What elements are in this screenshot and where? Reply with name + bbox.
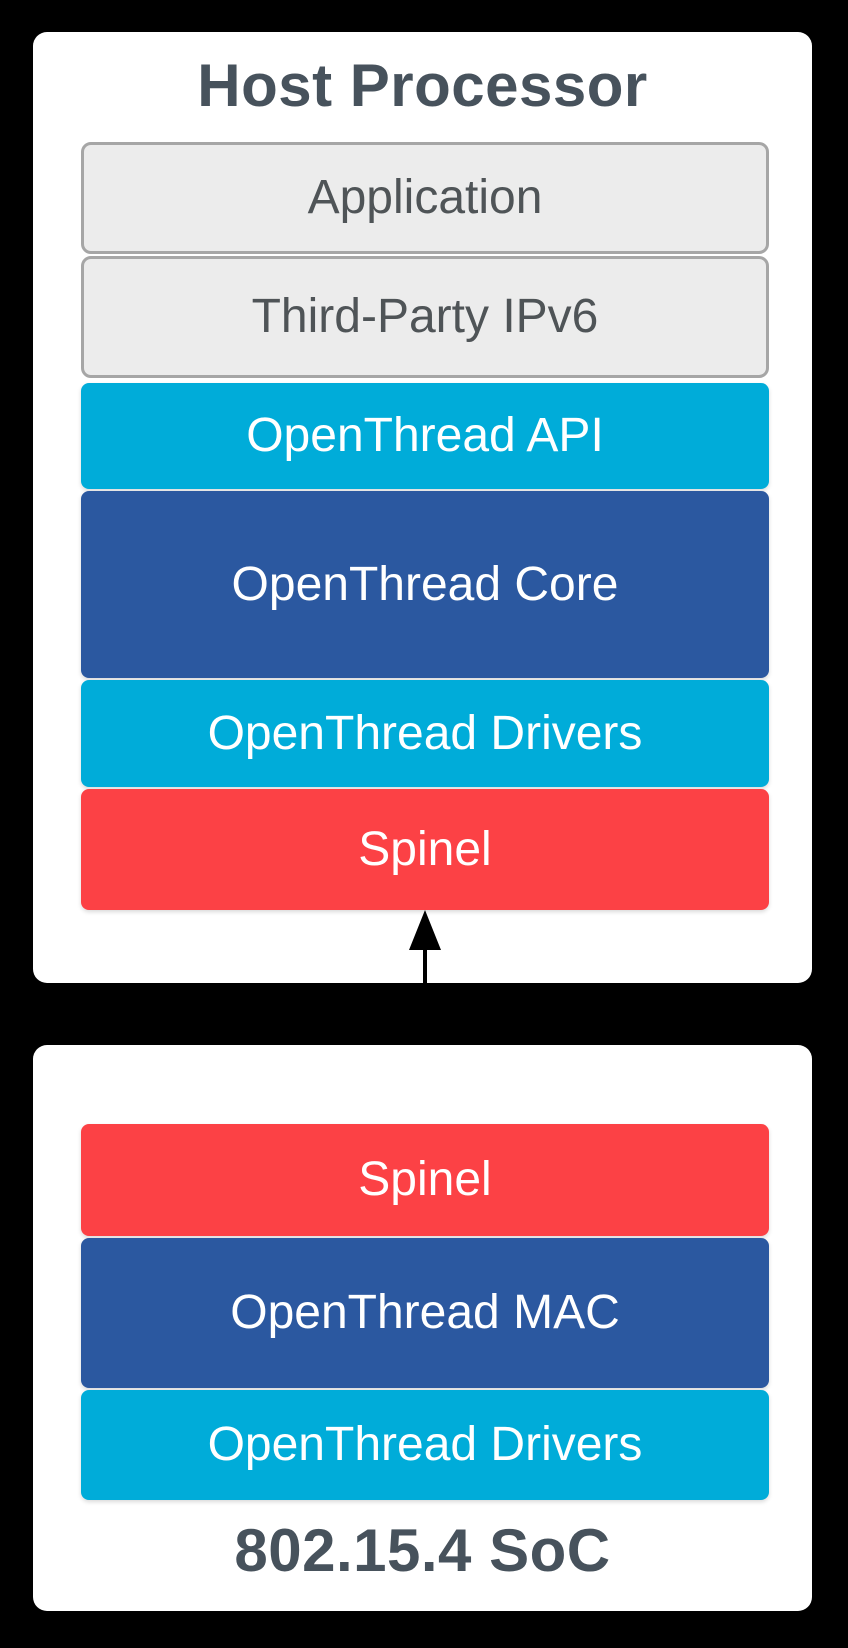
layer-spinel-soc: Spinel	[81, 1124, 769, 1236]
soc-card: Spinel OpenThread MAC OpenThread Drivers…	[33, 1045, 812, 1611]
layer-openthread-drivers-soc: OpenThread Drivers	[81, 1390, 769, 1500]
layer-third-party-ipv6: Third-Party IPv6	[81, 256, 769, 378]
layer-openthread-drivers-host: OpenThread Drivers	[81, 680, 769, 787]
layer-openthread-mac: OpenThread MAC	[81, 1238, 769, 1388]
layer-spinel-host: Spinel	[81, 789, 769, 910]
layer-openthread-api: OpenThread API	[81, 383, 769, 489]
host-processor-title: Host Processor	[197, 52, 648, 119]
layer-application: Application	[81, 142, 769, 254]
host-processor-card: Host Processor Application Third-Party I…	[33, 32, 812, 983]
soc-title: 802.15.4 SoC	[234, 1517, 611, 1584]
layer-openthread-core: OpenThread Core	[81, 491, 769, 678]
